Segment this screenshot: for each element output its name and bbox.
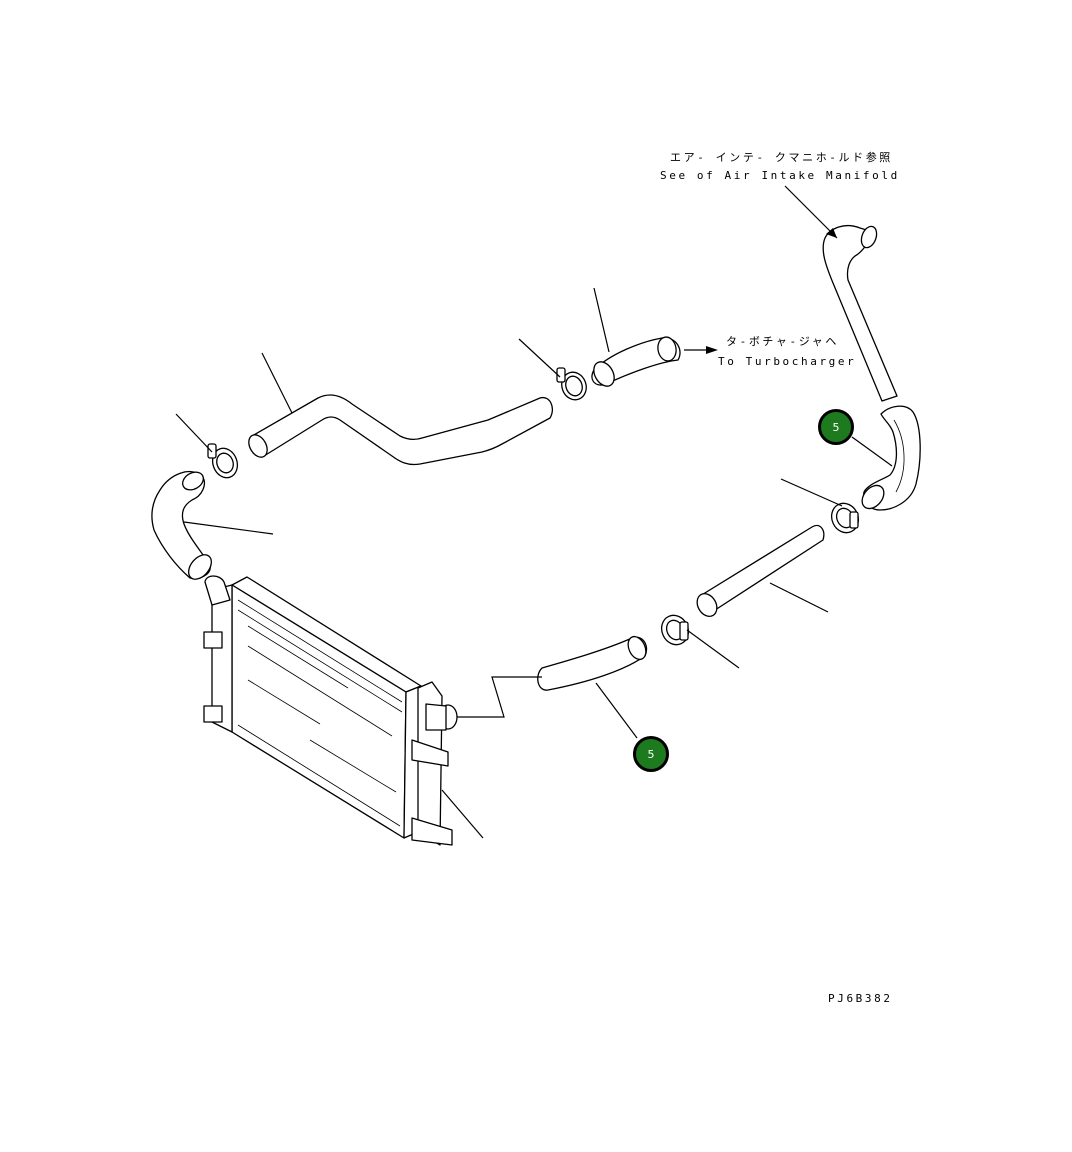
straight-tube [696, 524, 825, 617]
hose-clamp-right [830, 502, 860, 534]
straight-tube-leader [769, 582, 829, 613]
drawing-code: PJ6B382 [828, 992, 893, 1005]
inlet-elbow-hose [151, 471, 212, 580]
clamp-middle-leader [518, 338, 561, 378]
hose-clamp-middle [556, 367, 587, 401]
turbo-label-en: To Turbocharger [718, 355, 857, 368]
hose-clamp-lower [660, 614, 690, 646]
callout-number-upper: 5 [832, 420, 840, 434]
air-intake-label-jp: エア- インテ- クマニホ-ルド参照 [670, 151, 893, 164]
callout-upper-leader [851, 436, 893, 467]
air-intake-arrowhead [826, 228, 837, 238]
long-pipe-leader [261, 352, 293, 414]
intercooler-leader [441, 789, 484, 839]
air-intake-leader [784, 185, 838, 239]
hose-clamp-left [207, 443, 239, 479]
turbo-arrowhead [706, 346, 718, 354]
callout-badge-upper[interactable]: 5 [818, 409, 854, 445]
turbo-hose [591, 336, 681, 387]
turbo-label-jp: タ-ボチャ-ジャヘ [726, 335, 839, 348]
turbo-hose-leader [593, 287, 610, 353]
air-intake-hose [822, 224, 898, 402]
long-intake-pipe [248, 394, 554, 466]
clamp-right-leader [780, 478, 843, 507]
callout-badge-lower[interactable]: 5 [633, 736, 669, 772]
air-intake-label-en: See of Air Intake Manifold [660, 169, 900, 182]
intercooler-core [203, 575, 458, 846]
elbow-hose-right [861, 405, 921, 511]
outlet-hose-leader [595, 682, 638, 739]
inlet-elbow-leader [183, 521, 274, 535]
outlet-hose [537, 635, 648, 691]
callout-number-lower: 5 [647, 747, 655, 761]
clamp-left-leader [175, 413, 213, 453]
clamp-lower-leader [686, 629, 740, 669]
outlet-hose-connect-line [452, 676, 542, 718]
